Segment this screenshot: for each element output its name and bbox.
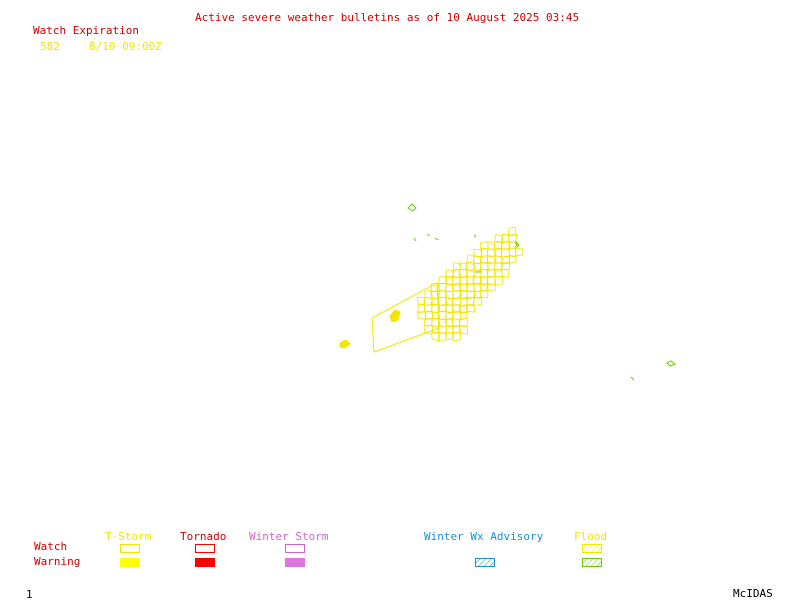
tstorm-warning-polygon: [389, 309, 401, 323]
software-label: McIDAS: [733, 587, 773, 600]
watch-county-outline: [479, 284, 489, 292]
watch-county-outline: [459, 317, 469, 327]
watch-county-outline: [494, 234, 503, 242]
watch-county-outline: [474, 290, 482, 300]
legend-label-flood: Flood: [574, 530, 608, 543]
flood-warning-polygon: [407, 203, 417, 212]
flood-warning-polygon: [515, 240, 520, 249]
watch-county-outline: [459, 268, 469, 278]
legend-label-winter-wx-advisory: Winter Wx Advisory: [424, 530, 544, 543]
legend-label-winter-storm: Winter Storm: [249, 530, 329, 543]
watch-county-outline: [437, 332, 448, 342]
tornado-warning-swatch: [195, 558, 215, 567]
watch-county-outline: [437, 290, 448, 299]
tstorm-watch-swatch: [120, 544, 140, 553]
watch-county-outline: [437, 296, 447, 306]
flood-warning-swatch: [582, 558, 602, 567]
watch-county-outline: [438, 303, 448, 312]
watch-county-outline: [431, 311, 441, 320]
watch-county-outline: [416, 296, 426, 305]
watch-county-outline: [501, 268, 510, 278]
flood-warning-polygon: [426, 233, 431, 237]
watch-county-outline: [460, 289, 469, 300]
watch-county-outline: [444, 283, 454, 293]
watch-county-outline: [486, 282, 496, 291]
tstorm-warning-swatch: [120, 558, 140, 567]
watch-county-outline: [459, 326, 469, 335]
watch-number: 582: [40, 40, 60, 53]
winter-storm-warning-swatch: [285, 558, 305, 567]
flood-warning-polygon: [473, 234, 477, 238]
flood-warning-polygon: [666, 360, 677, 367]
legend-label-tstorm: T-Storm: [105, 530, 152, 543]
watch-county-outline: [431, 317, 439, 328]
watch-county-outline: [507, 227, 517, 237]
watch-expiration-heading: Watch Expiration: [33, 24, 139, 37]
legend-row-warning: Warning: [34, 555, 81, 568]
watch-county-outline: [473, 282, 482, 293]
watch-expiration-time: 8/10 09:00Z: [89, 40, 162, 53]
watch-county-outline: [444, 332, 453, 341]
watch-county-outline: [423, 304, 433, 312]
watch-county-outline: [465, 304, 476, 313]
watch-county-outline: [480, 289, 489, 298]
tstorm-watch-box: [371, 282, 440, 353]
bulletin-title: Active severe weather bulletins as of 10…: [195, 11, 580, 24]
watch-county-outline: [437, 282, 447, 292]
legend-label-tornado: Tornado: [180, 530, 227, 543]
watch-county-outline: [508, 256, 517, 264]
frame-number: 1: [26, 588, 33, 601]
flood-watch-swatch: [582, 544, 602, 553]
watch-county-outline: [501, 255, 511, 265]
watch-county-outline: [424, 289, 432, 299]
watch-county-outline: [453, 331, 462, 342]
flood-warning-polygons: [407, 203, 677, 381]
watch-county-outline: [466, 254, 475, 263]
watch-county-outline: [479, 255, 488, 265]
watch-county-outline: [424, 318, 433, 326]
flood-warning-polygon: [434, 237, 439, 241]
watch-county-outline: [451, 297, 462, 306]
watch-county-outline: [458, 262, 468, 270]
watch-county-outline: [425, 311, 434, 319]
watch-county-outline: [423, 324, 433, 335]
tstorm-warning-polygon: [339, 339, 351, 349]
watch-county-cluster: [416, 227, 523, 342]
flood-warning-polygon: [630, 376, 635, 381]
winter-storm-watch-swatch: [285, 544, 305, 553]
legend-row-watch: Watch: [34, 540, 68, 553]
winter-wx-advisory-swatch: [475, 558, 495, 567]
watch-county-outline: [472, 296, 482, 307]
flood-warning-polygon: [413, 237, 417, 242]
watch-county-outline: [438, 275, 447, 285]
watch-county-outline: [494, 276, 503, 286]
watch-county-outline: [451, 317, 460, 327]
tstorm-warning-polygons: [339, 309, 401, 349]
watch-county-outline: [473, 255, 482, 265]
watch-county-outline: [438, 310, 447, 321]
watch-county-outline: [515, 247, 523, 257]
watch-county-outline: [423, 296, 433, 306]
watch-county-outline: [501, 233, 510, 244]
watch-county-outline: [452, 290, 462, 300]
tornado-watch-swatch: [195, 544, 215, 553]
